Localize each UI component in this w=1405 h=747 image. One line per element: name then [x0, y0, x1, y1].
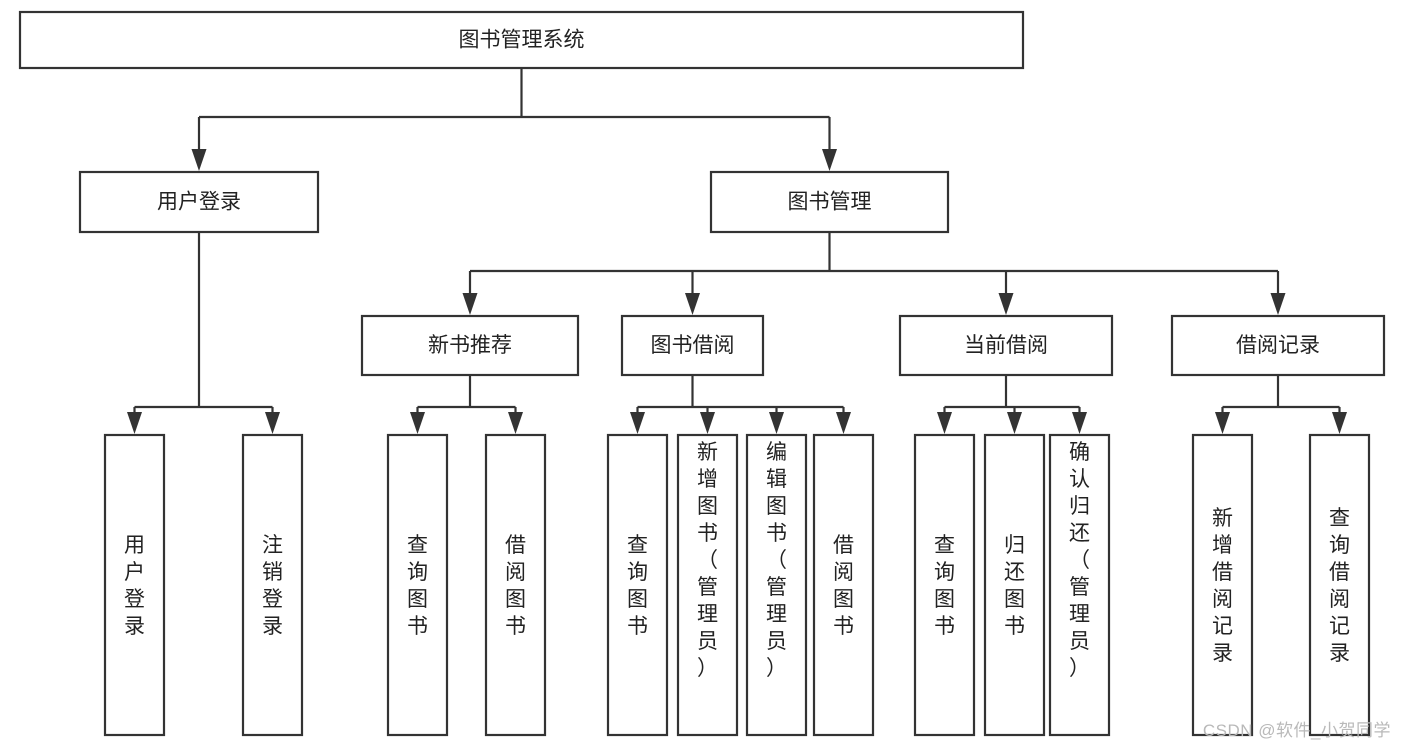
node-box[interactable]	[983, 433, 1046, 737]
node-leaf-query-record[interactable]: 查询借阅记录	[1308, 433, 1371, 737]
arrow-head-icon	[265, 412, 280, 434]
arrow-head-icon	[630, 412, 645, 434]
node-label: 确认归还（管理员）	[1069, 441, 1090, 680]
connector-c-records-bus	[1215, 375, 1347, 434]
node-newbook[interactable]: 新书推荐	[360, 314, 580, 377]
node-records[interactable]: 借阅记录	[1170, 314, 1386, 377]
node-boxes-layer: 图书管理系统用户登录图书管理新书推荐图书借阅当前借阅借阅记录用户登录注销登录查询…	[18, 10, 1386, 737]
node-leaf-add-record[interactable]: 新增借阅记录	[1191, 433, 1254, 737]
node-leaf-confirm-return[interactable]: 确认归还（管理员）	[1048, 433, 1111, 737]
node-root[interactable]: 图书管理系统	[18, 10, 1025, 70]
connector-c-root-bus	[191, 68, 837, 171]
arrow-head-icon	[700, 412, 715, 434]
arrow-head-icon	[127, 412, 142, 434]
node-box[interactable]	[386, 433, 449, 737]
connector-c-login-bus	[127, 232, 280, 434]
connector-edges-layer	[127, 68, 1347, 434]
arrow-head-icon	[769, 412, 784, 434]
arrow-head-icon	[462, 293, 478, 315]
node-box[interactable]	[241, 433, 304, 737]
node-label: 借阅图书	[505, 534, 526, 638]
arrow-head-icon	[822, 149, 837, 171]
node-label: 查询图书	[407, 534, 428, 638]
node-box[interactable]	[1170, 314, 1386, 377]
arrow-head-icon	[685, 293, 700, 315]
node-current[interactable]: 当前借阅	[898, 314, 1114, 377]
node-box[interactable]	[484, 433, 547, 737]
node-box[interactable]	[898, 314, 1114, 377]
node-leaf-edit-book[interactable]: 编辑图书（管理员）	[745, 433, 808, 737]
node-login[interactable]: 用户登录	[78, 170, 320, 234]
arrow-head-icon	[836, 412, 851, 434]
node-box[interactable]	[745, 433, 808, 737]
node-box[interactable]	[620, 314, 765, 377]
node-box[interactable]	[709, 170, 950, 234]
arrow-head-icon	[410, 412, 425, 434]
node-leaf-user-login[interactable]: 用户登录	[103, 433, 166, 737]
node-leaf-query-book-2[interactable]: 查询图书	[606, 433, 669, 737]
node-bookmgmt[interactable]: 图书管理	[709, 170, 950, 234]
arrow-head-icon	[1270, 293, 1286, 315]
node-leaf-query-book-3[interactable]: 查询图书	[913, 433, 976, 737]
node-leaf-return-book[interactable]: 归还图书	[983, 433, 1046, 737]
node-label: 图书管理系统	[459, 29, 585, 52]
node-box[interactable]	[676, 433, 739, 737]
node-box[interactable]	[812, 433, 875, 737]
node-label: 当前借阅	[964, 334, 1048, 357]
arrow-head-icon	[1072, 412, 1087, 434]
node-leaf-user-logout[interactable]: 注销登录	[241, 433, 304, 737]
node-box[interactable]	[360, 314, 580, 377]
node-box[interactable]	[18, 10, 1025, 70]
node-box[interactable]	[606, 433, 669, 737]
node-label: 新增图书（管理员）	[697, 441, 718, 680]
node-label: 查询图书	[627, 534, 648, 638]
node-label: 查询借阅记录	[1329, 507, 1350, 665]
arrow-head-icon	[1007, 412, 1022, 434]
node-leaf-add-book[interactable]: 新增图书（管理员）	[676, 433, 739, 737]
node-leaf-borrow-book-2[interactable]: 借阅图书	[812, 433, 875, 737]
arrow-head-icon	[1215, 412, 1230, 434]
arrow-head-icon	[998, 293, 1014, 315]
arrow-head-icon	[1332, 412, 1347, 434]
node-box[interactable]	[1308, 433, 1371, 737]
connector-c-borrow-bus	[630, 375, 851, 434]
connector-c-newbook-bus	[410, 375, 523, 434]
node-label: 查询图书	[934, 534, 955, 638]
node-label: 注销登录	[262, 534, 283, 638]
node-label: 新书推荐	[428, 334, 512, 357]
node-label: 图书借阅	[651, 334, 735, 357]
node-box[interactable]	[103, 433, 166, 737]
arrow-head-icon	[191, 149, 207, 171]
node-box[interactable]	[78, 170, 320, 234]
node-box[interactable]	[1191, 433, 1254, 737]
node-box[interactable]	[913, 433, 976, 737]
node-box[interactable]	[1048, 433, 1111, 737]
node-leaf-query-book-1[interactable]: 查询图书	[386, 433, 449, 737]
node-leaf-borrow-book-1[interactable]: 借阅图书	[484, 433, 547, 737]
node-label: 借阅图书	[833, 534, 854, 638]
node-label: 借阅记录	[1236, 334, 1320, 357]
node-label: 图书管理	[788, 191, 872, 214]
node-label: 编辑图书（管理员）	[766, 441, 787, 680]
arrow-head-icon	[937, 412, 952, 434]
node-label: 归还图书	[1004, 534, 1025, 638]
arrow-head-icon	[508, 412, 523, 434]
node-label: 用户登录	[124, 534, 145, 638]
node-borrow[interactable]: 图书借阅	[620, 314, 765, 377]
connector-c-current-bus	[937, 375, 1087, 434]
node-label: 新增借阅记录	[1212, 507, 1233, 665]
node-label: 用户登录	[157, 191, 241, 214]
connector-c-bookmgmt-bus	[462, 232, 1286, 315]
